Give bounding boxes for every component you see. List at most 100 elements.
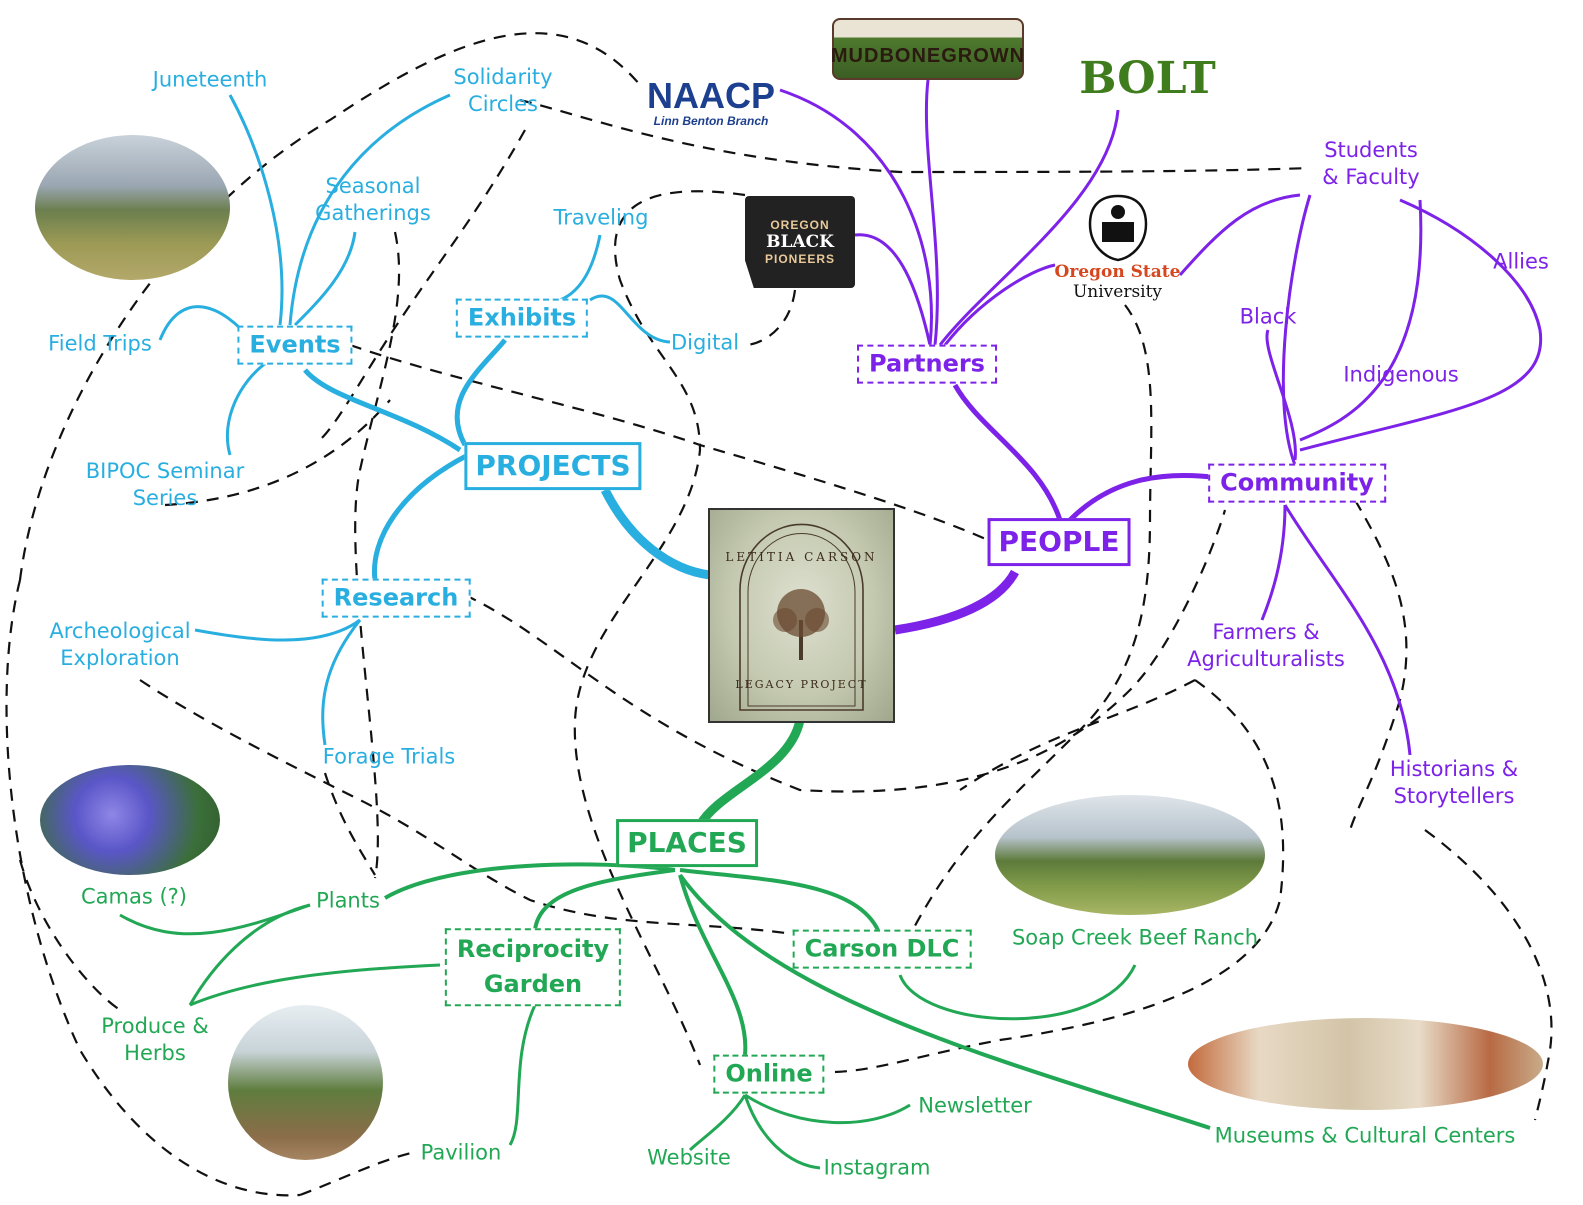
branch-plants: [383, 862, 676, 900]
newsletter-label: Newsletter: [918, 1093, 1032, 1118]
gathering-photo: [35, 135, 230, 280]
branch-students: [1281, 194, 1312, 466]
dashed-links: [5, 32, 1553, 1197]
bolt-name: BOLT: [1079, 52, 1216, 104]
greenhouse-photo: [228, 1005, 383, 1160]
dashed-link: [299, 1150, 416, 1197]
osu-name: Oregon State: [1054, 261, 1181, 282]
branch-archeological: [194, 618, 361, 642]
branch-farmers: [1260, 504, 1287, 621]
dashed-link: [834, 679, 1285, 1074]
center-title-top: LETITIA CARSON: [725, 550, 878, 564]
branch-carson-dlc: [679, 868, 882, 936]
online-node[interactable]: Online: [713, 1054, 825, 1094]
research-node[interactable]: Research: [321, 578, 471, 618]
branch-osu: [943, 263, 1056, 346]
dashed-link: [323, 772, 376, 876]
branch-people-center: [894, 569, 1019, 635]
camas-flower-photo: [40, 765, 220, 875]
people-node[interactable]: PEOPLE: [987, 518, 1131, 566]
dashed-link: [1348, 499, 1408, 831]
branch-historians: [1283, 504, 1412, 756]
branch-places-center: [696, 718, 805, 828]
branch-events: [303, 368, 462, 453]
branch-solidarity: [288, 93, 451, 326]
plants-label: Plants: [316, 888, 380, 913]
branch-community: [1068, 472, 1221, 522]
branch-newsletter: [744, 1093, 911, 1125]
dashed-link: [18, 859, 121, 1011]
branch-traveling: [559, 234, 602, 302]
branch-museums: [678, 873, 1211, 1130]
branch-allies: [1299, 198, 1543, 452]
museums-label: Museums & Cultural Centers: [1214, 1123, 1516, 1148]
historians-label: Historians & Storytellers: [1389, 757, 1519, 808]
oregon-black-pioneers-logo: OREGON BLACK PIONEERS: [745, 196, 855, 288]
branch-digital: [589, 294, 671, 344]
projects-node[interactable]: PROJECTS: [464, 442, 642, 490]
branch-projects-center: [600, 487, 711, 580]
branch-instagram: [743, 1094, 821, 1170]
dashed-link: [354, 231, 401, 879]
branch-exhibits: [454, 338, 507, 447]
events-node[interactable]: Events: [237, 325, 353, 365]
branch-forage: [321, 619, 362, 746]
naacp-logo: NAACP Linn Benton Branch: [640, 75, 782, 130]
naacp-name: NAACP: [646, 74, 775, 116]
camas-label: Camas (?): [80, 884, 188, 909]
branch-produce-reciprocity: [189, 963, 441, 1007]
dashed-link: [164, 399, 391, 507]
center-title-bottom: LEGACY PROJECT: [735, 678, 868, 691]
archeological-label: Archeological Exploration: [49, 619, 191, 670]
branch-pavilion: [508, 1004, 537, 1146]
solidarity-circles-label: Solidarity Circles: [453, 65, 553, 116]
community-node[interactable]: Community: [1208, 463, 1386, 503]
people-branches: [779, 79, 1543, 756]
partners-node[interactable]: Partners: [857, 344, 997, 384]
soap-creek-label: Soap Creek Beef Ranch: [1011, 925, 1259, 950]
dashed-link: [959, 679, 1196, 791]
branch-obp: [854, 233, 932, 346]
naacp-branch: Linn Benton Branch: [653, 113, 769, 128]
obp-line-3: PIONEERS: [764, 252, 835, 266]
branch-website: [688, 1094, 747, 1152]
branch-bipoc: [225, 358, 271, 456]
projects-branches: [158, 93, 711, 746]
dashed-link: [139, 679, 801, 937]
allies-label: Allies: [1493, 249, 1549, 274]
dashed-link: [5, 579, 301, 1197]
reciprocity-garden-node[interactable]: Reciprocity Garden: [444, 928, 622, 1006]
indigenous-label: Indigenous: [1343, 362, 1459, 387]
ranch-photo: [995, 795, 1265, 915]
website-label: Website: [647, 1145, 731, 1170]
carson-dlc-node[interactable]: Carson DLC: [792, 929, 972, 969]
students-faculty-label: Students & Faculty: [1322, 138, 1420, 189]
exhibits-node[interactable]: Exhibits: [455, 298, 589, 338]
forage-trials-label: Forage Trials: [322, 744, 456, 769]
juneteenth-label: Juneteenth: [152, 67, 268, 92]
branch-produce-plants: [188, 903, 311, 1006]
dashed-link: [573, 190, 746, 1066]
field-trips-label: Field Trips: [48, 331, 152, 356]
instagram-label: Instagram: [823, 1155, 931, 1180]
osu-shield-icon: [1088, 194, 1147, 261]
traveling-label: Traveling: [553, 205, 649, 230]
mudbonegrown-logo: MUDBONEGROWN: [831, 18, 1024, 80]
dashed-link: [744, 289, 797, 347]
branch-juneteenth: [228, 94, 284, 326]
branch-mudbone: [924, 79, 939, 346]
branch-seasonal: [293, 231, 357, 327]
digital-label: Digital: [670, 330, 740, 355]
osu-sub: University: [1072, 281, 1163, 302]
places-node[interactable]: PLACES: [616, 819, 758, 867]
seasonal-gatherings-label: Seasonal Gatherings: [315, 174, 431, 225]
branch-partners: [952, 383, 1063, 521]
branch-online: [678, 874, 748, 1056]
dashed-link: [18, 32, 641, 581]
pavilion-label: Pavilion: [420, 1140, 502, 1165]
museum-photo: [1188, 1018, 1543, 1110]
black-label: Black: [1239, 304, 1297, 329]
dashed-link: [319, 129, 526, 441]
branch-black: [1265, 329, 1297, 461]
